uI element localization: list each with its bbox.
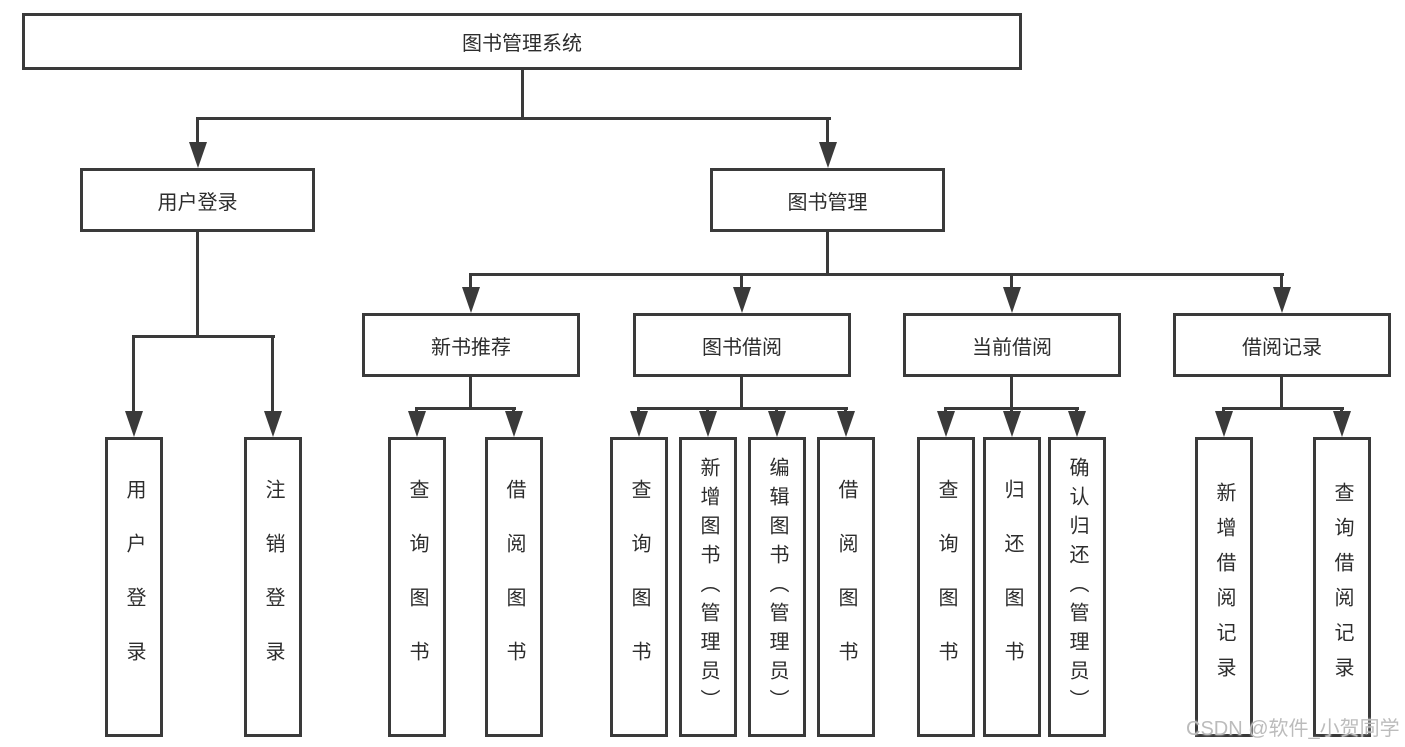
arrowhead-icon bbox=[1273, 287, 1291, 313]
leaf-user-login: 用户登录 bbox=[105, 437, 163, 737]
connector-line bbox=[1075, 407, 1078, 414]
connector-line bbox=[521, 70, 524, 117]
arrowhead-icon bbox=[462, 287, 480, 313]
connector-line bbox=[740, 377, 743, 407]
connector-line bbox=[470, 273, 1284, 276]
connector-line bbox=[1280, 273, 1283, 290]
leaf-label: 注销登录 bbox=[262, 479, 284, 695]
connector-line bbox=[1010, 377, 1013, 407]
connector-line bbox=[512, 407, 515, 414]
leaf-add-book-admin: 新增图书（管理员） bbox=[679, 437, 737, 737]
leaf-query-books-recommend: 查询图书 bbox=[388, 437, 446, 737]
node-book-management-module: 图书管理 bbox=[710, 168, 945, 232]
node-book-borrowing: 图书借阅 bbox=[633, 313, 851, 377]
leaf-query-books-current: 查询图书 bbox=[917, 437, 975, 737]
leaf-query-books-borrowing: 查询图书 bbox=[610, 437, 668, 737]
leaf-edit-book-admin: 编辑图书（管理员） bbox=[748, 437, 806, 737]
node-borrowing-records: 借阅记录 bbox=[1173, 313, 1391, 377]
arrowhead-icon bbox=[733, 287, 751, 313]
connector-line bbox=[133, 335, 275, 338]
leaf-query-borrow-record: 查询借阅记录 bbox=[1313, 437, 1371, 737]
connector-line bbox=[826, 232, 829, 273]
arrowhead-icon bbox=[837, 411, 855, 437]
connector-line bbox=[1010, 273, 1013, 290]
connector-line bbox=[196, 117, 199, 145]
connector-line bbox=[1222, 407, 1225, 414]
connector-line bbox=[944, 407, 947, 414]
leaf-return-book: 归还图书 bbox=[983, 437, 1041, 737]
leaf-label: 查询图书 bbox=[628, 479, 650, 695]
connector-line bbox=[1280, 377, 1283, 407]
connector-line bbox=[826, 117, 829, 145]
connector-line bbox=[469, 273, 472, 290]
arrowhead-icon bbox=[125, 411, 143, 437]
arrowhead-icon bbox=[408, 411, 426, 437]
connector-line bbox=[706, 407, 709, 414]
leaf-label: 查询图书 bbox=[406, 479, 428, 695]
arrowhead-icon bbox=[768, 411, 786, 437]
connector-line bbox=[416, 407, 516, 410]
connector-line bbox=[197, 117, 831, 120]
leaf-add-borrow-record: 新增借阅记录 bbox=[1195, 437, 1253, 737]
leaf-confirm-return-admin: 确认归还（管理员） bbox=[1048, 437, 1106, 737]
leaf-label: 新增图书（管理员） bbox=[697, 456, 719, 718]
node-current-borrowing: 当前借阅 bbox=[903, 313, 1121, 377]
node-new-book-recommendation: 新书推荐 bbox=[362, 313, 580, 377]
arrowhead-icon bbox=[505, 411, 523, 437]
arrowhead-icon bbox=[189, 142, 207, 168]
arrowhead-icon bbox=[264, 411, 282, 437]
connector-line bbox=[844, 407, 847, 414]
connector-line bbox=[775, 407, 778, 414]
connector-line bbox=[1010, 407, 1013, 414]
connector-line bbox=[638, 407, 848, 410]
leaf-label: 归还图书 bbox=[1001, 479, 1023, 695]
leaf-borrow-books-recommend: 借阅图书 bbox=[485, 437, 543, 737]
connector-line bbox=[1223, 407, 1344, 410]
leaf-borrow-books: 借阅图书 bbox=[817, 437, 875, 737]
arrowhead-icon bbox=[1003, 287, 1021, 313]
arrowhead-icon bbox=[630, 411, 648, 437]
arrowhead-icon bbox=[1215, 411, 1233, 437]
connector-line bbox=[271, 335, 274, 414]
leaf-label: 确认归还（管理员） bbox=[1066, 456, 1088, 718]
arrowhead-icon bbox=[699, 411, 717, 437]
arrowhead-icon bbox=[1068, 411, 1086, 437]
connector-line bbox=[132, 335, 135, 414]
arrowhead-icon bbox=[1333, 411, 1351, 437]
leaf-label: 查询借阅记录 bbox=[1331, 482, 1353, 692]
node-user-login-module: 用户登录 bbox=[80, 168, 315, 232]
connector-line bbox=[196, 232, 199, 335]
leaf-label: 用户登录 bbox=[123, 479, 145, 695]
arrowhead-icon bbox=[1003, 411, 1021, 437]
arrowhead-icon bbox=[937, 411, 955, 437]
arrowhead-icon bbox=[819, 142, 837, 168]
csdn-watermark: CSDN @软件_小贺同学 bbox=[1186, 718, 1400, 740]
leaf-label: 新增借阅记录 bbox=[1213, 482, 1235, 692]
connector-line bbox=[469, 377, 472, 407]
leaf-label: 借阅图书 bbox=[835, 479, 857, 695]
leaf-logout: 注销登录 bbox=[244, 437, 302, 737]
connector-line bbox=[740, 273, 743, 290]
connector-line bbox=[415, 407, 418, 414]
connector-line bbox=[1340, 407, 1343, 414]
leaf-label: 借阅图书 bbox=[503, 479, 525, 695]
node-root-system: 图书管理系统 bbox=[22, 13, 1022, 70]
connector-line bbox=[637, 407, 640, 414]
leaf-label: 查询图书 bbox=[935, 479, 957, 695]
leaf-label: 编辑图书（管理员） bbox=[766, 456, 788, 718]
